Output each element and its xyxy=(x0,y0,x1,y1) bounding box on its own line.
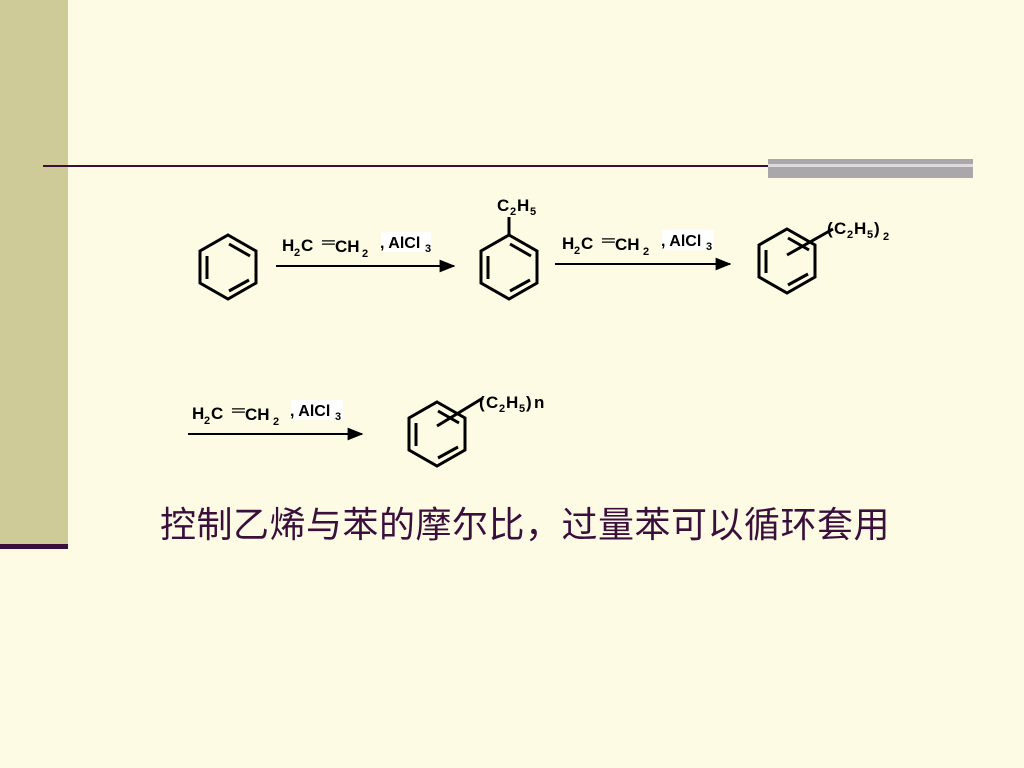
accent-bar xyxy=(768,159,973,178)
svg-text:H: H xyxy=(282,236,294,255)
reagent-label-2: H 2 C ═ CH 2 , AlCl 3 xyxy=(562,230,714,258)
svg-text:3: 3 xyxy=(425,243,431,255)
svg-text:C: C xyxy=(581,234,593,253)
svg-text:2: 2 xyxy=(643,246,649,258)
svg-text:2: 2 xyxy=(847,229,853,241)
svg-text:CH: CH xyxy=(245,405,270,424)
svg-text:5: 5 xyxy=(530,206,536,218)
svg-text:2: 2 xyxy=(574,245,580,257)
svg-text:(: ( xyxy=(827,219,833,238)
svg-text:H: H xyxy=(192,404,204,423)
substituent-polyethyl: ( C 2 H 5 ) n xyxy=(479,393,544,415)
svg-text:═: ═ xyxy=(601,230,615,250)
svg-text:C: C xyxy=(497,196,509,215)
benzene-ring-4 xyxy=(407,396,484,468)
benzene-ring-3 xyxy=(757,227,834,295)
svg-text:(: ( xyxy=(479,393,485,412)
svg-text:2: 2 xyxy=(362,248,368,260)
caption-text: 控制乙烯与苯的摩尔比，过量苯可以循环套用 xyxy=(160,505,891,546)
svg-text:2: 2 xyxy=(883,231,889,243)
svg-text:C: C xyxy=(211,404,223,423)
svg-text:, AlCl: , AlCl xyxy=(661,233,701,250)
svg-text:n: n xyxy=(534,393,544,412)
svg-text:5: 5 xyxy=(519,403,525,415)
svg-text:C: C xyxy=(301,236,313,255)
svg-text:, AlCl: , AlCl xyxy=(290,403,330,420)
benzene-ring-1 xyxy=(198,233,258,301)
svg-text:): ) xyxy=(526,393,532,412)
svg-text:H: H xyxy=(562,234,574,253)
svg-text:5: 5 xyxy=(867,229,873,241)
svg-text:CH: CH xyxy=(335,237,360,256)
title-rule xyxy=(43,165,973,167)
svg-text:═: ═ xyxy=(231,400,245,420)
substituent-diethyl: ( C 2 H 5 ) 2 xyxy=(827,219,889,243)
svg-text:2: 2 xyxy=(499,403,505,415)
svg-text:C: C xyxy=(834,219,846,238)
substituent-ethyl: C 2 H 5 xyxy=(497,196,536,218)
svg-text:2: 2 xyxy=(273,416,279,428)
svg-text:H: H xyxy=(854,219,866,238)
svg-text:3: 3 xyxy=(706,241,712,253)
svg-text:3: 3 xyxy=(335,411,341,423)
svg-text:═: ═ xyxy=(321,232,335,252)
svg-text:C: C xyxy=(486,393,498,412)
benzene-ring-2 xyxy=(479,217,539,301)
svg-text:H: H xyxy=(517,196,529,215)
reagent-label-3: H 2 C ═ CH 2 , AlCl 3 xyxy=(192,400,343,428)
svg-text:CH: CH xyxy=(615,235,640,254)
reagent-label-1: H 2 C ═ CH 2 , AlCl 3 xyxy=(282,232,431,260)
svg-text:2: 2 xyxy=(510,206,516,218)
svg-text:): ) xyxy=(874,219,880,238)
svg-text:H: H xyxy=(506,393,518,412)
side-underline xyxy=(0,544,68,549)
svg-text:2: 2 xyxy=(204,415,210,427)
svg-text:, AlCl: , AlCl xyxy=(380,235,420,252)
side-decor-bar xyxy=(0,0,68,548)
svg-text:2: 2 xyxy=(294,247,300,259)
